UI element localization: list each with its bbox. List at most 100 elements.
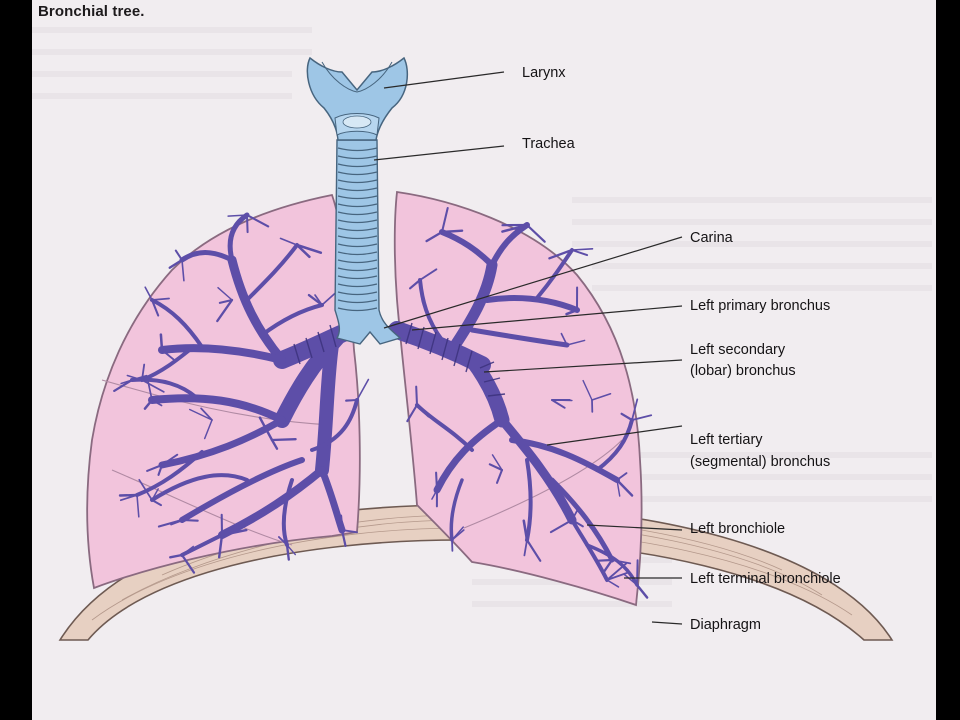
label-left-secondary-bronchus-line1: Left secondary: [690, 342, 786, 358]
bronchiole-twig: [603, 558, 614, 573]
bronchiole-twig: [245, 213, 249, 234]
trachea-ring: [337, 291, 378, 296]
bronchiole-twig: [406, 403, 419, 423]
bronchiole-twig: [551, 341, 568, 346]
trachea-ring: [337, 203, 378, 208]
bronchiole-twig: [582, 379, 593, 401]
bronchiole-twig: [113, 378, 134, 392]
bronchiole-twig: [606, 571, 630, 581]
label-larynx: Larynx: [522, 65, 566, 81]
trachea-ring: [337, 243, 378, 248]
bronchiole-twig: [440, 206, 449, 234]
label-left-bronchiole: Left bronchiole: [690, 521, 785, 537]
figure-title: Bronchial tree.: [38, 3, 145, 20]
bronchiole-twig: [188, 408, 213, 421]
bronchiole-twig: [151, 488, 159, 501]
label-left-tertiary-bronchus-line2: (segmental) bronchus: [690, 454, 830, 470]
bronchiole-twig: [314, 294, 323, 306]
bronchiole-twig: [415, 385, 419, 407]
bronchiole-twig: [419, 268, 438, 281]
bronchiole-twig: [566, 339, 586, 346]
bronchiole-twig: [174, 249, 183, 261]
bronchiole-twig: [631, 398, 639, 421]
diagram-labels: Larynx Trachea Carina Left primary bronc…: [522, 65, 841, 633]
bronchiole-twig: [181, 259, 185, 282]
bronchiole-twig: [227, 214, 248, 217]
bronchiole-twig: [119, 494, 138, 502]
bronchiole-twig: [571, 249, 589, 257]
bronchiole-twig: [181, 545, 195, 556]
bronchiole-twig: [217, 533, 224, 559]
bronchiole-twig: [523, 539, 528, 557]
bronchiole-twig: [631, 414, 653, 421]
trachea-ring: [337, 227, 378, 232]
bronchiole-twig: [161, 349, 177, 363]
bronchiole-twig: [409, 278, 422, 290]
bronchiole-twig: [307, 293, 324, 307]
bronchiole-twig: [425, 230, 444, 243]
trachea-ring: [337, 307, 378, 312]
bronchiole-twig: [138, 478, 153, 501]
label-trachea: Trachea: [522, 136, 576, 152]
bronchiole-twig: [435, 471, 439, 492]
bronchiole-twig: [636, 559, 639, 586]
bronchiole-twig: [150, 298, 160, 317]
bronchiole-twig: [615, 478, 634, 497]
bronchiole-twig: [606, 579, 620, 588]
trachea-ring: [337, 251, 378, 256]
bronchiole-twig: [571, 248, 594, 251]
bronchiole-twig: [571, 519, 584, 528]
bronchiole-twig: [157, 518, 184, 528]
bronchiole-twig: [258, 416, 274, 442]
bronchiole-twig: [345, 399, 358, 402]
bronchiole-twig: [419, 279, 424, 303]
bronchiole-twig: [548, 248, 574, 260]
trachea-ring: [337, 299, 378, 304]
bronchiole-twig: [491, 454, 503, 471]
bronchiole-twig: [565, 308, 579, 316]
leader-lines: [373, 71, 683, 625]
bronchiole-twig: [522, 519, 529, 542]
bronchus-cartilage-rings: [293, 322, 506, 397]
bronchiole-twig: [277, 536, 288, 546]
bronchiole-twig: [168, 258, 184, 269]
bronchiole-twig: [146, 379, 153, 401]
bronchiole-twig: [635, 583, 649, 599]
bronchiole-twig: [341, 529, 358, 534]
bronchiole-twig: [451, 529, 465, 541]
bronchiole-twig: [295, 243, 311, 259]
bronchiole-twig: [161, 349, 186, 353]
larynx: [306, 56, 409, 141]
trachea-ring: [337, 155, 378, 160]
label-left-primary-bronchus: Left primary bronchus: [690, 298, 830, 314]
bronchiole-twig: [597, 558, 614, 562]
bronchiole-twig: [611, 559, 632, 565]
bronchiole-twig: [180, 553, 196, 574]
bronchiole-twig: [146, 463, 164, 472]
bronchiole-twig: [285, 543, 290, 561]
bronchiole-twig: [150, 498, 163, 507]
bronchiole-twig: [143, 398, 154, 410]
bronchiole-twig: [161, 453, 179, 466]
bronchiole-twig: [431, 489, 438, 500]
bronchiole-twig: [295, 243, 323, 254]
bronchiole-twig: [556, 302, 578, 311]
bronchiole-twig: [151, 297, 170, 301]
bronchiole-twig: [339, 514, 344, 532]
bronchiole-twig: [525, 538, 542, 562]
bronchiole-twig: [549, 518, 574, 534]
bronchiole-twigs: [113, 206, 653, 599]
bronchiole-twig: [126, 374, 143, 381]
label-left-secondary-bronchus-line2: (lobar) bronchus: [690, 363, 796, 379]
trachea-ring: [337, 259, 378, 264]
bronchiole-twig: [144, 286, 153, 301]
bronchiole-twig: [488, 463, 504, 472]
bronchiole-twig: [356, 378, 370, 401]
trachea-ring: [337, 275, 378, 280]
bronchiole-twig: [169, 553, 184, 559]
textbook-plate: Larynx Trachea Carina Left primary bronc…: [32, 0, 936, 720]
bronchiole-twig: [286, 544, 296, 556]
bronchiole-twig: [571, 507, 580, 521]
bronchiole-twig: [415, 403, 430, 418]
